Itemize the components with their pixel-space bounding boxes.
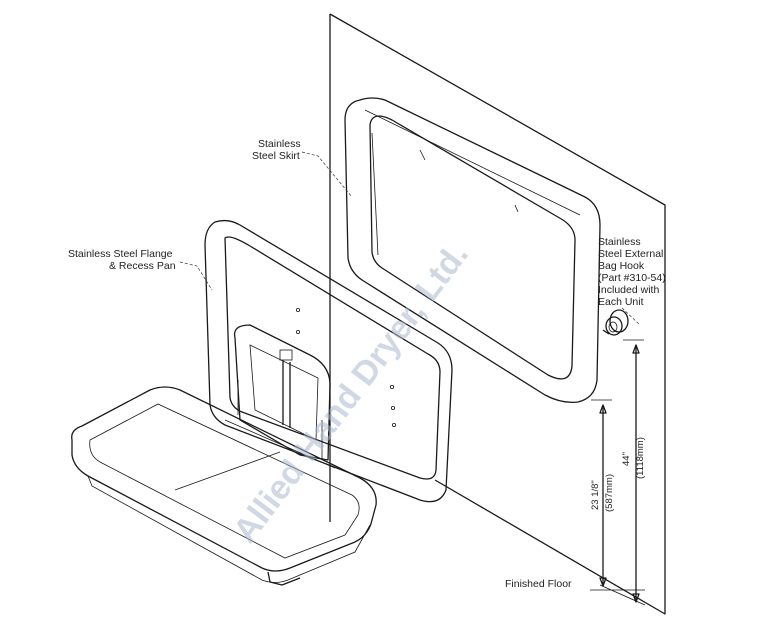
hook-leader <box>621 307 641 326</box>
skirt-leader <box>301 151 353 198</box>
watermark: Allied Hand Dryer, Ltd. <box>226 236 476 550</box>
hook-label-line4: (Part #310-54) <box>598 272 666 284</box>
hinge-plate <box>224 324 336 469</box>
flange-label-line1: Stainless Steel Flange <box>68 248 173 260</box>
skirt-label-line1: Stainless <box>258 138 301 150</box>
dimension-587-mm-label: (587mm) <box>604 474 615 512</box>
changing-tray <box>71 386 377 586</box>
dimension-1118-mm-label: (1118mm) <box>635 437 646 479</box>
dimension-587-label: 23 1/8" <box>590 480 601 510</box>
stainless-steel-skirt <box>344 97 601 403</box>
hook-label-line3: Bag Hook <box>598 260 645 272</box>
dimension-lines <box>590 339 646 606</box>
bag-hook-icon <box>602 309 629 336</box>
hook-label-line6: Each Unit <box>598 296 644 308</box>
flange-recess-pan <box>204 219 453 503</box>
hook-label-line1: Stainless <box>598 236 641 248</box>
flange-leader <box>179 261 213 291</box>
wall-panel <box>329 13 666 615</box>
hook-label-line2: Steel External <box>598 248 663 260</box>
dimension-1118-label: 44" <box>621 452 632 466</box>
hook-label-line5: Included with <box>598 284 659 296</box>
skirt-label-line2: Steel Skirt <box>252 150 300 162</box>
finished-floor-label: Finished Floor <box>505 578 572 590</box>
flange-label-line2: & Recess Pan <box>109 260 176 272</box>
